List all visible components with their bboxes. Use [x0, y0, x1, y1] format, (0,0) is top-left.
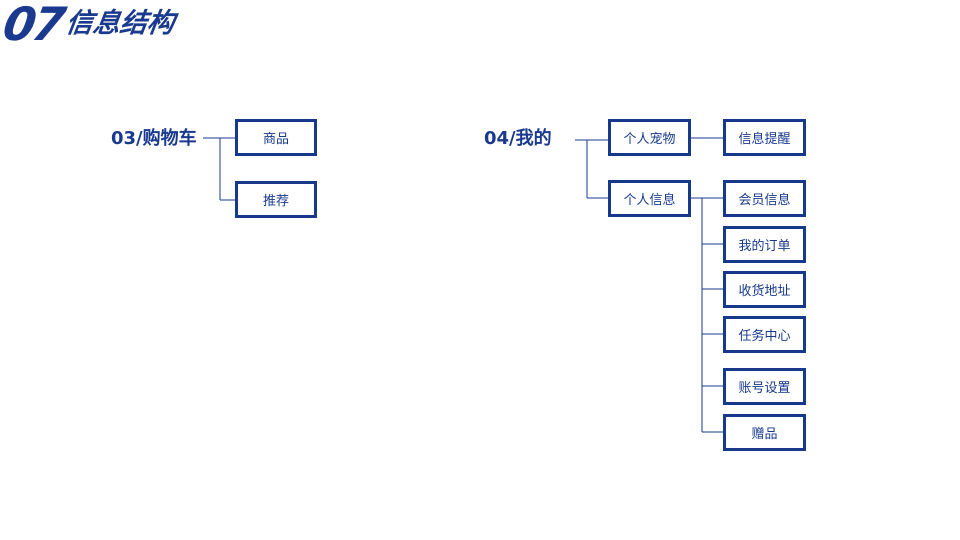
node-info-reminder: 信息提醒	[723, 119, 806, 156]
node-personal-info: 个人信息	[608, 180, 691, 217]
node-gift: 赠品	[723, 414, 806, 451]
node-member-info: 会员信息	[723, 180, 806, 217]
section-label-cart: 03/购物车	[111, 128, 197, 149]
node-task-center: 任务中心	[723, 316, 806, 353]
section-label-mine: 04/我的	[484, 128, 552, 149]
node-my-orders: 我的订单	[723, 226, 806, 263]
node-shipping-address: 收货地址	[723, 271, 806, 308]
node-personal-pet: 个人宠物	[608, 119, 691, 156]
node-account-settings: 账号设置	[723, 368, 806, 405]
node-recommend: 推荐	[235, 181, 317, 218]
node-product: 商品	[235, 119, 317, 156]
